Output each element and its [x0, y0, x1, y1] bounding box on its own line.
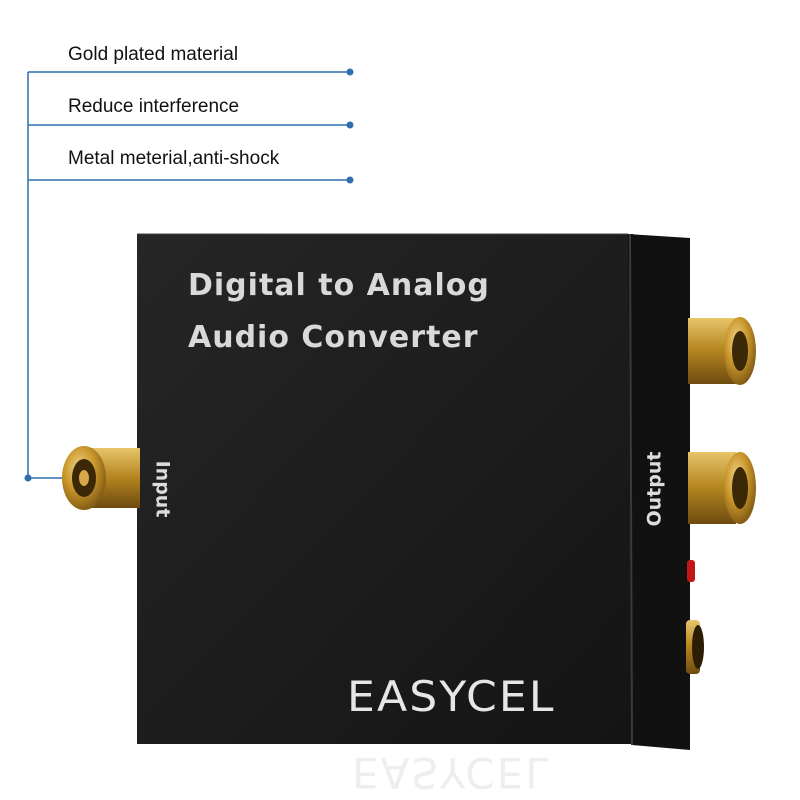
converter-body [137, 234, 633, 744]
output-rca-jack-bottom [688, 452, 756, 524]
converter-side-panel [628, 234, 690, 750]
callout-metal-material: Metal meterial,anti-shock [68, 148, 280, 169]
callout-dot [346, 176, 354, 184]
callout-dot [346, 121, 354, 129]
callout-gold-plated: Gold plated material [68, 44, 239, 65]
device-title-line1: Digital to Analog [188, 268, 490, 303]
callout-dot [346, 68, 354, 76]
callout-dot [24, 474, 32, 482]
brand-logo-reflection: EASYCEL [352, 748, 551, 797]
brand-logo: EASYCEL [347, 672, 556, 721]
power-led [687, 560, 695, 582]
callout-reduce-interference: Reduce interference [68, 96, 240, 117]
power-jack [686, 620, 704, 674]
input-label: Input [151, 460, 174, 518]
callout-lines [27, 71, 350, 479]
output-rca-jack-top [688, 317, 756, 385]
input-rca-jack [62, 446, 140, 510]
device-title-line2: Audio Converter [188, 320, 479, 355]
output-label: Output [643, 451, 666, 527]
